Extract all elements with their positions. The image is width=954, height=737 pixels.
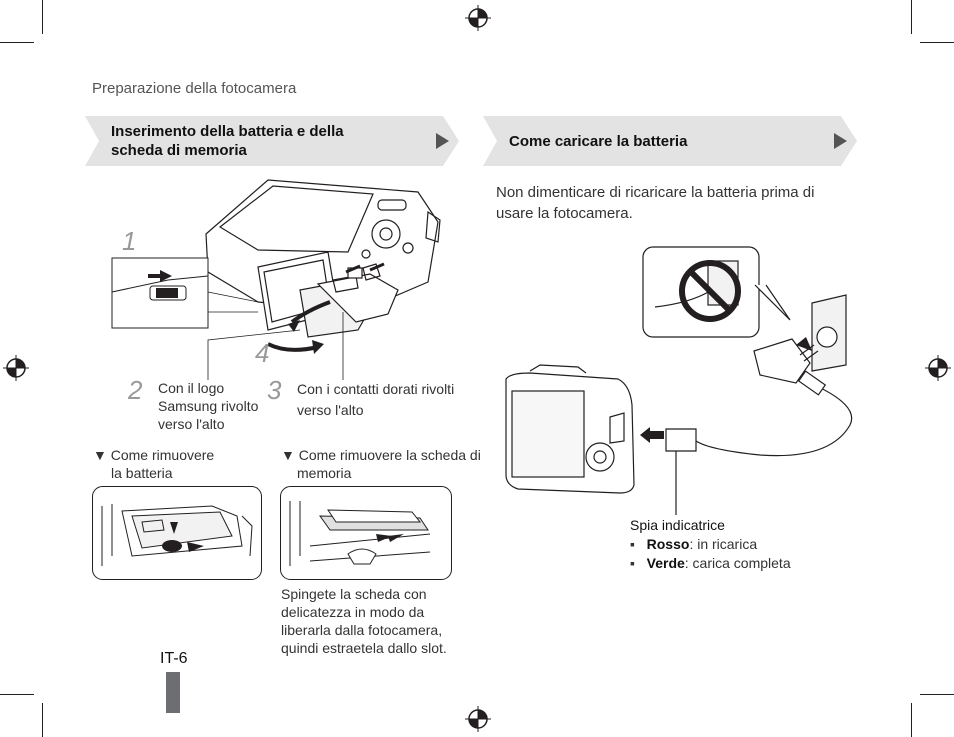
left-banner-title: Inserimento della batteria e della sched… <box>111 122 344 160</box>
indicator-list: ▪ Rosso: in ricarica ▪ Verde: carica com… <box>630 535 791 573</box>
remove-card-illustration <box>280 486 452 580</box>
indicator-item-red: ▪ Rosso: in ricarica <box>630 536 758 552</box>
remove-card-line: ▼ Come rimuovere la scheda di <box>281 447 481 463</box>
step-number-2: 2 <box>128 375 143 405</box>
indicator-red-desc: : in ricarica <box>689 536 758 552</box>
step3-caption: Con i contatti dorati rivolti verso l'al… <box>297 379 454 421</box>
step-number-4: 4 <box>255 338 270 368</box>
crop-mark <box>911 703 912 737</box>
card-note-line: Spingete la scheda con <box>281 586 427 602</box>
crop-mark <box>42 0 43 34</box>
card-removal-note: Spingete la scheda con delicatezza in mo… <box>281 585 447 657</box>
remove-card-line: memoria <box>297 465 352 481</box>
registration-mark-icon <box>925 355 951 381</box>
step3-caption-line: Con i contatti dorati rivolti <box>297 381 455 397</box>
indicator-item-green: ▪ Verde: carica completa <box>630 555 791 571</box>
left-banner-shape <box>85 116 459 166</box>
step2-caption: Con il logo Samsung rivolto verso l'alto <box>158 379 258 433</box>
card-note-line: delicatezza in modo da <box>281 604 425 620</box>
charging-illustration <box>505 246 853 515</box>
remove-battery-heading: ▼ Come rimuovere la batteria <box>93 446 214 482</box>
section-title: Preparazione della fotocamera <box>92 80 297 97</box>
charge-intro-text: Non dimenticare di ricaricare la batteri… <box>496 182 814 224</box>
left-banner-line2: scheda di memoria <box>111 142 247 159</box>
remove-battery-line: la batteria <box>111 465 173 481</box>
camera-battery-illustration <box>111 179 441 380</box>
crop-mark <box>911 0 912 34</box>
indicator-title: Spia indicatrice <box>630 517 725 533</box>
crop-mark <box>0 694 34 695</box>
indicator-legend: Spia indicatrice ▪ Rosso: in ricarica ▪ … <box>630 516 791 573</box>
step2-caption-line: Con il logo <box>158 380 225 396</box>
registration-mark-icon <box>465 706 491 732</box>
step2-caption-line: Samsung rivolto <box>158 398 259 414</box>
crop-mark <box>920 42 954 43</box>
indicator-green-label: Verde <box>646 555 685 571</box>
charge-intro-line: usare la fotocamera. <box>496 205 633 222</box>
page-number: IT-6 <box>160 650 188 667</box>
remove-battery-line: ▼ Come rimuovere <box>93 447 215 463</box>
remove-card-heading: ▼ Come rimuovere la scheda di memoria <box>281 446 481 482</box>
step-number-3: 3 <box>267 375 282 405</box>
card-note-line: liberarla dalla fotocamera, <box>281 622 443 638</box>
registration-mark-icon <box>3 355 29 381</box>
card-note-line: quindi estraetela dallo slot. <box>281 640 447 656</box>
remove-battery-illustration <box>92 486 262 580</box>
crop-mark <box>0 42 34 43</box>
indicator-red-label: Rosso <box>646 536 690 552</box>
charge-intro-line: Non dimenticare di ricaricare la batteri… <box>496 184 815 201</box>
registration-mark-icon <box>465 5 491 31</box>
indicator-green-desc: : carica completa <box>684 555 791 571</box>
right-banner-shape <box>483 116 857 166</box>
page-tab-bar <box>166 672 180 713</box>
step-number-1: 1 <box>122 226 137 256</box>
step3-caption-line: verso l'alto <box>297 402 364 418</box>
left-banner-line1: Inserimento della batteria e della <box>111 123 344 140</box>
crop-mark <box>920 694 954 695</box>
crop-mark <box>42 703 43 737</box>
step2-caption-line: verso l'alto <box>158 416 225 432</box>
right-banner-title: Come caricare la batteria <box>509 133 688 150</box>
